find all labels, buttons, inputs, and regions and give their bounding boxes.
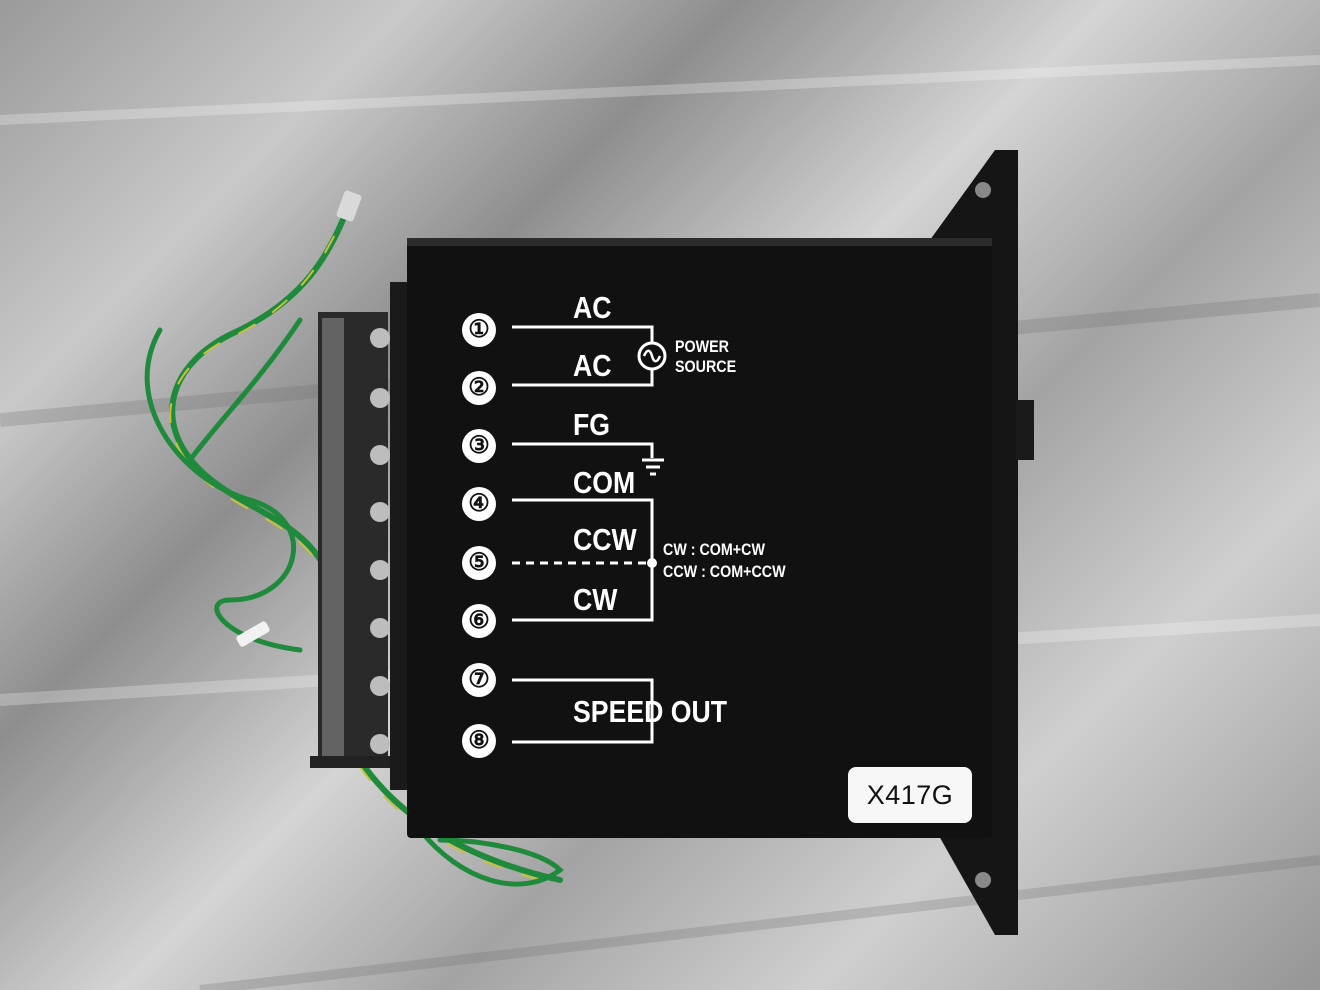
wiring-diagram	[512, 325, 654, 744]
terminal-label-ac-2: AC	[573, 348, 612, 383]
terminal-number-7: ⑦	[462, 663, 496, 697]
flange-hole	[975, 182, 991, 198]
terminal-cover	[322, 318, 344, 758]
side-knob	[1016, 400, 1034, 460]
terminal-number-6: ⑥	[462, 604, 496, 638]
terminal-number-2: ②	[462, 371, 496, 405]
cw-note: CW : COM+CW	[663, 540, 765, 559]
terminal-base	[310, 756, 404, 768]
wire-tip	[336, 190, 362, 222]
terminal-label-ac-1: AC	[573, 290, 612, 325]
housing-top-edge	[407, 238, 992, 246]
terminal-number-5: ⑤	[462, 546, 496, 580]
cable-tie	[236, 621, 270, 647]
terminal-number-4: ④	[462, 487, 496, 521]
terminal-label-fg: FG	[573, 407, 611, 442]
speed-out-label: SPEED OUT	[573, 694, 728, 729]
terminal-number-8: ⑧	[462, 724, 496, 758]
ccw-note: CCW : COM+CCW	[663, 562, 786, 581]
terminal-label-cw: CW	[573, 582, 618, 617]
terminal-screws	[370, 328, 390, 754]
controller-housing	[407, 238, 992, 838]
power-source-line1: POWER	[675, 337, 729, 356]
ac-source-icon	[637, 341, 667, 371]
terminal-number-1: ①	[462, 313, 496, 347]
flange-hole	[975, 872, 991, 888]
ground-wire	[144, 193, 564, 887]
terminal-label-ccw: CCW	[573, 522, 637, 557]
junction-dot	[647, 558, 657, 568]
terminal-label-com: COM	[573, 465, 636, 500]
model-sticker: X417G	[848, 767, 972, 823]
power-source-line2: SOURCE	[675, 357, 737, 376]
terminal-number-3: ③	[462, 429, 496, 463]
ground-icon	[642, 458, 664, 476]
